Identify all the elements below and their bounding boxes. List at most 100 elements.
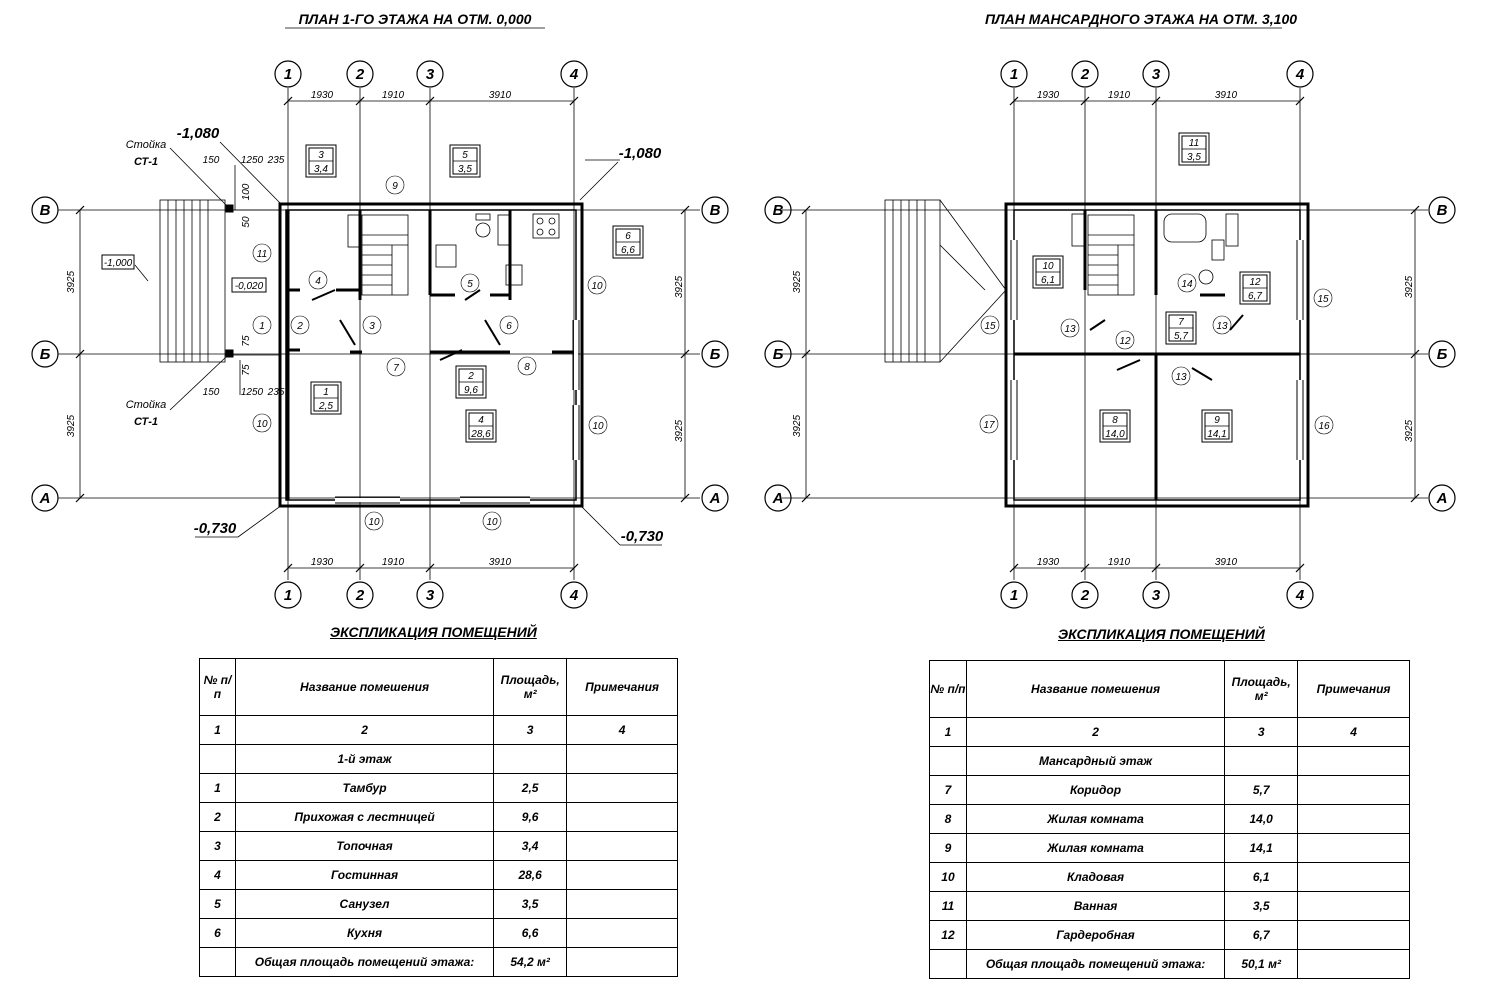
col-number: 1 xyxy=(199,715,236,745)
element-mark: 17 xyxy=(983,420,995,431)
axis-b-right: Б xyxy=(710,346,721,363)
small-dim: 1250 xyxy=(241,155,264,166)
axis-1-bottom: 1 xyxy=(284,587,292,604)
room-tag-area: 9,6 xyxy=(464,385,478,396)
level-mark-small: -0,020 xyxy=(235,281,264,292)
small-dim: 75 xyxy=(241,364,252,376)
row-area: 14,1 xyxy=(1224,833,1299,863)
dim-top: 3910 xyxy=(489,90,512,101)
element-mark: 13 xyxy=(1064,324,1076,335)
explication-table-floor1: № п/п Название помешения Площадь, м² При… xyxy=(199,658,678,977)
row-area: 2,5 xyxy=(493,773,568,803)
header-number: № п/п xyxy=(199,658,236,716)
plan2-title: ПЛАН МАНСАРДНОГО ЭТАЖА НА ОТМ. 3,100 xyxy=(985,11,1297,27)
dim-bottom: 3910 xyxy=(1215,557,1238,568)
col-number: 4 xyxy=(566,715,678,745)
small-dim: 150 xyxy=(203,387,220,398)
empty-cell xyxy=(1224,746,1299,776)
post-label: Стойка xyxy=(126,399,167,411)
axis-2: 2 xyxy=(1080,66,1090,83)
empty-cell xyxy=(566,947,678,977)
row-name: Ванная xyxy=(965,891,1226,921)
room-tag-area: 3,5 xyxy=(1187,152,1201,163)
header-number: № п/п xyxy=(929,660,967,718)
axis-1-bottom: 1 xyxy=(1010,587,1018,604)
element-mark: 10 xyxy=(256,419,268,430)
element-mark: 2 xyxy=(296,321,303,332)
room-tag-area: 6,1 xyxy=(1041,275,1055,286)
element-mark: 4 xyxy=(315,276,321,287)
table2-title: ЭКСПЛИКАЦИЯ ПОМЕЩЕНИЙ xyxy=(1058,626,1265,642)
header-name: Название помешения xyxy=(234,658,495,716)
element-mark: 15 xyxy=(1317,294,1329,305)
axis-2-bottom: 2 xyxy=(355,587,365,604)
row-number: 12 xyxy=(929,920,967,950)
row-name: Топочная xyxy=(234,831,495,861)
level-mark: -0,730 xyxy=(621,528,664,545)
col-number: 2 xyxy=(234,715,495,745)
element-mark: 1 xyxy=(259,321,265,332)
row-area: 5,7 xyxy=(1224,775,1299,805)
level-mark: -1,080 xyxy=(619,145,662,162)
row-area: 6,1 xyxy=(1224,862,1299,892)
dim-top: 3910 xyxy=(1215,90,1238,101)
element-mark: 10 xyxy=(592,421,604,432)
element-mark: 5 xyxy=(467,279,473,290)
axis-1: 1 xyxy=(1010,66,1018,83)
axis-a: А xyxy=(39,490,51,507)
axis-v-right: В xyxy=(710,202,721,219)
row-notes xyxy=(1297,920,1410,950)
small-dim: 50 xyxy=(241,216,252,228)
element-mark: 16 xyxy=(1318,421,1330,432)
dim-side: 3925 xyxy=(66,270,77,293)
dim-side: 3925 xyxy=(674,419,685,442)
element-mark: 13 xyxy=(1216,321,1228,332)
row-name: Кладовая xyxy=(965,862,1226,892)
room-tag-number: 5 xyxy=(462,150,468,161)
element-mark: 12 xyxy=(1119,336,1131,347)
row-notes xyxy=(566,802,678,832)
axis-3: 3 xyxy=(426,66,435,83)
dim-top: 1930 xyxy=(311,90,334,101)
level-mark: -0,730 xyxy=(194,520,237,537)
col-number: 4 xyxy=(1297,717,1410,747)
small-dim: 1250 xyxy=(241,387,264,398)
dim-top: 1930 xyxy=(1037,90,1060,101)
dim-side: 3925 xyxy=(674,275,685,298)
axis-4: 4 xyxy=(1295,66,1305,83)
room-tag-area: 6,7 xyxy=(1248,291,1262,302)
dim-bottom: 1910 xyxy=(382,557,405,568)
dim-bottom: 3910 xyxy=(489,557,512,568)
room-tag-area: 28,6 xyxy=(470,429,491,440)
room-tag-number: 9 xyxy=(1214,415,1220,426)
room-tag-number: 7 xyxy=(1178,317,1184,328)
section-title: 1-й этаж xyxy=(234,744,495,774)
room-tag-number: 6 xyxy=(625,231,631,242)
dim-bottom: 1930 xyxy=(311,557,334,568)
row-number: 10 xyxy=(929,862,967,892)
row-number: 3 xyxy=(199,831,236,861)
row-notes xyxy=(1297,775,1410,805)
axis-a: А xyxy=(772,490,784,507)
room-tag-number: 12 xyxy=(1249,277,1261,288)
axis-2-bottom: 2 xyxy=(1080,587,1090,604)
axis-4-bottom: 4 xyxy=(569,587,579,604)
dim-top: 1910 xyxy=(1108,90,1131,101)
small-dim: 235 xyxy=(267,155,285,166)
level-mark: -1,080 xyxy=(177,125,220,142)
dim-bottom: 1930 xyxy=(1037,557,1060,568)
col-number: 3 xyxy=(1224,717,1299,747)
row-name: Кухня xyxy=(234,918,495,948)
row-number: 4 xyxy=(199,860,236,890)
axis-3-bottom: 3 xyxy=(426,587,435,604)
element-mark: 9 xyxy=(392,181,398,192)
row-name: Жилая комната xyxy=(965,833,1226,863)
col-number: 1 xyxy=(929,717,967,747)
section-title: Мансардный этаж xyxy=(965,746,1226,776)
